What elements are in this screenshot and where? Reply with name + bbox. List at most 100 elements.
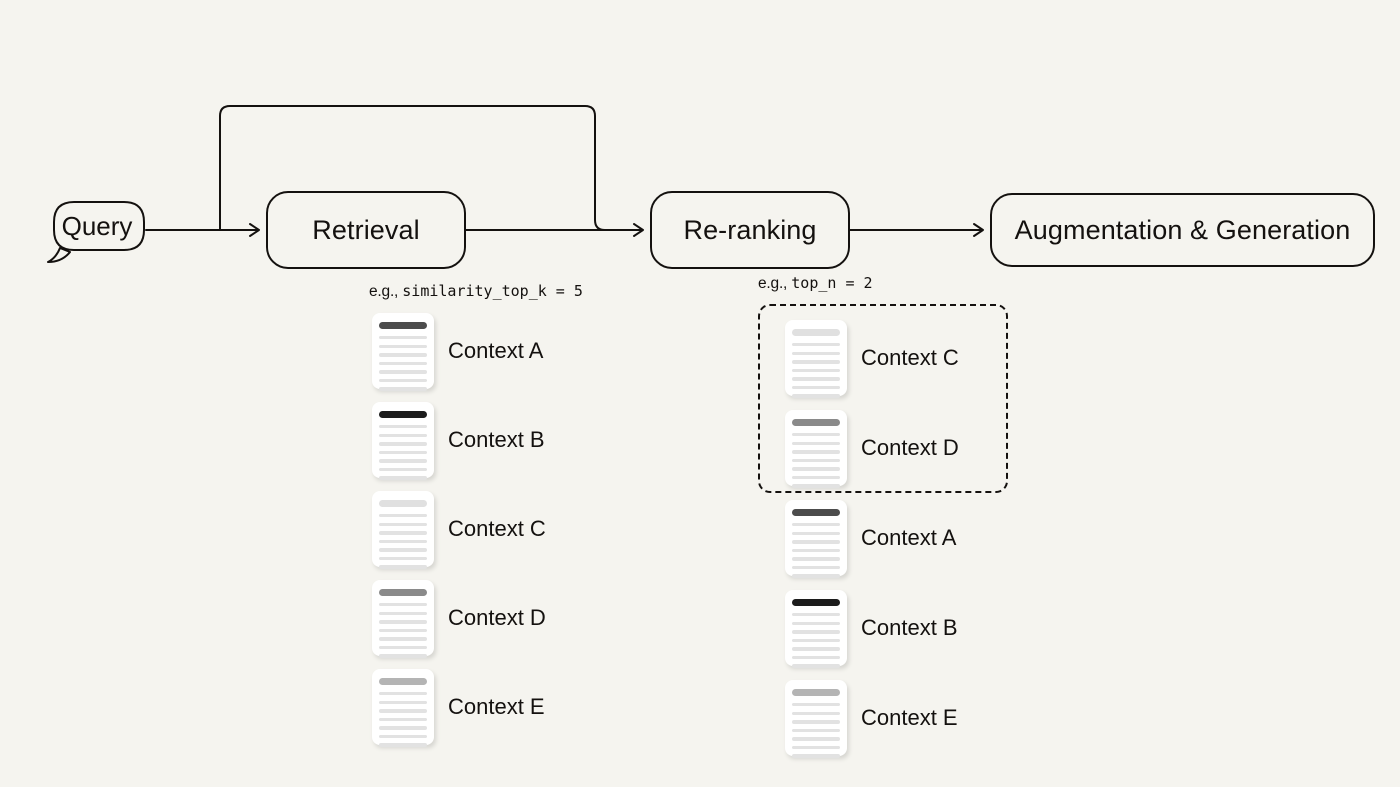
context-item-label: Context A (861, 525, 957, 550)
document-text-line (379, 548, 427, 552)
context-item[interactable]: Context C (372, 491, 546, 569)
document-text-line (379, 603, 427, 607)
context-item[interactable]: Context D (372, 580, 546, 658)
document-icon[interactable] (372, 313, 434, 391)
context-item-label: Context E (448, 694, 545, 719)
document-text-line (792, 711, 840, 715)
document-text-line (792, 613, 840, 617)
document-title-bar (792, 329, 840, 336)
document-text-line (379, 459, 427, 463)
context-item[interactable]: Context E (785, 680, 958, 758)
document-text-line (379, 628, 427, 633)
document-text-line (379, 467, 427, 472)
document-text-line (792, 450, 840, 454)
document-text-line (792, 458, 840, 463)
document-icon[interactable] (372, 402, 434, 480)
arrowhead-rerank-in (633, 223, 644, 237)
document-text-line (379, 556, 427, 561)
document-text-line (379, 522, 427, 526)
arrowhead-retrieval-in (249, 223, 260, 237)
document-text-line (792, 531, 840, 535)
document-title-bar (379, 322, 427, 329)
document-text-line (379, 442, 427, 446)
top-n-selection-region (758, 304, 1008, 493)
rerank-parameter-prefix: e.g., (758, 275, 792, 292)
document-text-line (379, 539, 427, 544)
document-text-line (379, 734, 427, 739)
context-item-label: Context D (861, 435, 959, 460)
query-label: Query (61, 210, 133, 241)
document-text-line (379, 726, 427, 730)
document-title-bar (792, 599, 840, 606)
document-title-bar (379, 500, 427, 507)
stage-re-ranking[interactable]: Re-ranking (650, 191, 850, 269)
document-icon[interactable] (785, 680, 847, 758)
context-item[interactable]: Context E (372, 669, 545, 747)
context-item-label: Context C (448, 516, 546, 541)
retrieval-parameter-caption: e.g., similarity_top_k = 5 (369, 282, 583, 301)
document-text-line (379, 709, 427, 713)
document-text-line (379, 637, 427, 641)
document-text-line (379, 514, 427, 518)
document-text-line (379, 353, 427, 357)
context-item-label: Context B (448, 427, 545, 452)
document-icon[interactable] (372, 491, 434, 569)
query-node[interactable]: Query (50, 202, 144, 250)
document-icon[interactable] (785, 410, 847, 488)
document-text-line (379, 425, 427, 429)
rerank-parameter-caption: e.g., top_n = 2 (758, 274, 873, 293)
document-text-line (379, 645, 427, 650)
document-text-line (792, 351, 840, 355)
context-item[interactable]: Context B (372, 402, 545, 480)
document-text-line (379, 387, 427, 391)
document-text-line (379, 692, 427, 696)
context-item[interactable]: Context D (785, 410, 959, 488)
context-item[interactable]: Context A (785, 500, 957, 578)
stage-retrieval-label: Retrieval (312, 214, 420, 245)
document-text-line (379, 743, 427, 747)
context-item-label: Context E (861, 705, 958, 730)
document-text-line (792, 737, 840, 741)
document-title-bar (379, 678, 427, 685)
document-text-line (792, 728, 840, 733)
stage-augmentation-generation-label: Augmentation & Generation (1014, 214, 1351, 245)
document-text-line (792, 630, 840, 634)
stage-retrieval[interactable]: Retrieval (266, 191, 466, 269)
document-text-line (379, 433, 427, 437)
document-icon[interactable] (785, 500, 847, 578)
stage-augmentation-generation[interactable]: Augmentation & Generation (990, 193, 1375, 267)
document-text-line (379, 378, 427, 383)
context-item-label: Context D (448, 605, 546, 630)
document-text-line (792, 745, 840, 750)
document-text-line (379, 717, 427, 722)
context-item[interactable]: Context C (785, 320, 959, 398)
context-item[interactable]: Context A (372, 313, 544, 391)
document-icon[interactable] (372, 580, 434, 658)
document-text-line (379, 336, 427, 340)
document-icon[interactable] (785, 320, 847, 398)
document-text-line (792, 557, 840, 561)
document-text-line (792, 754, 840, 758)
context-item-label: Context A (448, 338, 544, 363)
document-text-line (792, 638, 840, 643)
document-text-line (792, 548, 840, 553)
document-text-line (792, 647, 840, 651)
document-icon[interactable] (372, 669, 434, 747)
document-text-line (792, 621, 840, 625)
context-item-label: Context B (861, 615, 958, 640)
document-text-line (792, 343, 840, 347)
document-text-line (792, 433, 840, 437)
document-text-line (792, 377, 840, 381)
document-text-line (792, 703, 840, 707)
context-item[interactable]: Context B (785, 590, 958, 668)
document-icon[interactable] (785, 590, 847, 668)
document-text-line (792, 441, 840, 445)
document-text-line (792, 385, 840, 390)
document-text-line (792, 467, 840, 471)
rerank-parameter-code: top_n = 2 (791, 274, 873, 292)
arrowhead-augmentation-in (973, 223, 984, 237)
document-title-bar (792, 419, 840, 426)
document-text-line (379, 565, 427, 569)
